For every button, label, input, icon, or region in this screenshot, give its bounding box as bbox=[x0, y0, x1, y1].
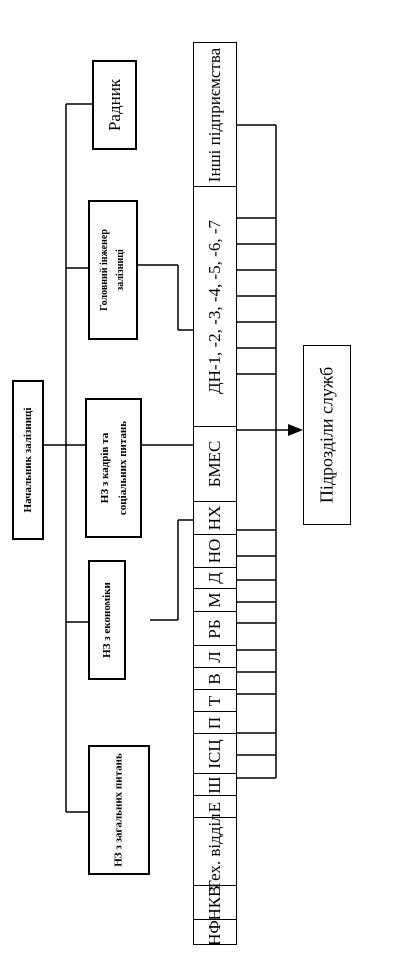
dept-cell: П bbox=[194, 711, 236, 733]
deputy-food-box: НЗ з загальних питань bbox=[88, 745, 150, 875]
chief-engineer-line1: Головний інженер bbox=[99, 229, 110, 311]
chief-engineer-box: Головний інженер залізниці bbox=[88, 200, 138, 340]
dept-cell: Інші підприємства bbox=[205, 47, 224, 182]
advisor-label: Радник bbox=[104, 78, 124, 132]
dept-cell: В bbox=[194, 667, 236, 689]
dept-cell: ІСЦ bbox=[194, 733, 236, 773]
chief-engineer-line2: залізниці bbox=[115, 249, 126, 291]
dept-cell: Т bbox=[194, 689, 236, 711]
dept-cell: М bbox=[194, 588, 236, 611]
head-box: Начальник залізниці bbox=[12, 380, 44, 540]
dept-cell: НО bbox=[194, 534, 236, 567]
dept-cell: НКВ bbox=[194, 885, 236, 920]
deputy-personnel-box: НЗ з кадрів та соціальних питань bbox=[85, 398, 142, 538]
dept-cell: БМЕС bbox=[194, 426, 236, 501]
head-label: Начальник залізниці bbox=[22, 407, 34, 513]
departments-strip: Інші підприємства ДН-1, -2, -3, -4, -5, … bbox=[193, 42, 237, 946]
deputy-food-label: НЗ з загальних питань bbox=[112, 753, 125, 867]
deputy-personnel-line1: НЗ з кадрів та bbox=[98, 432, 111, 504]
deputy-economics-box: НЗ з економіки bbox=[88, 560, 126, 680]
arrow-head-icon bbox=[288, 424, 303, 436]
dept-cell: НХ bbox=[194, 501, 236, 534]
advisor-box: Радник bbox=[92, 60, 137, 150]
dept-cell: Д bbox=[194, 567, 236, 588]
dept-cell: Е bbox=[194, 795, 236, 817]
dept-cell: Ш bbox=[194, 773, 236, 795]
dept-cell: ДН-1, -2, -3, -4, -5, -6, -7 bbox=[194, 186, 236, 426]
dept-cell: Л bbox=[194, 645, 236, 667]
dept-cell: НФ bbox=[194, 919, 236, 946]
dept-cell: РБ bbox=[194, 611, 236, 645]
services-unit-label: Підрозділи служб bbox=[316, 366, 337, 504]
services-unit-box: Підрозділи служб bbox=[303, 345, 351, 525]
dept-cell: Тех. відділ bbox=[194, 813, 236, 890]
deputy-economics-label: НЗ з економіки bbox=[101, 582, 113, 658]
bus-ticks bbox=[237, 124, 276, 779]
deputy-personnel-line2: соціальних питань bbox=[116, 420, 129, 516]
